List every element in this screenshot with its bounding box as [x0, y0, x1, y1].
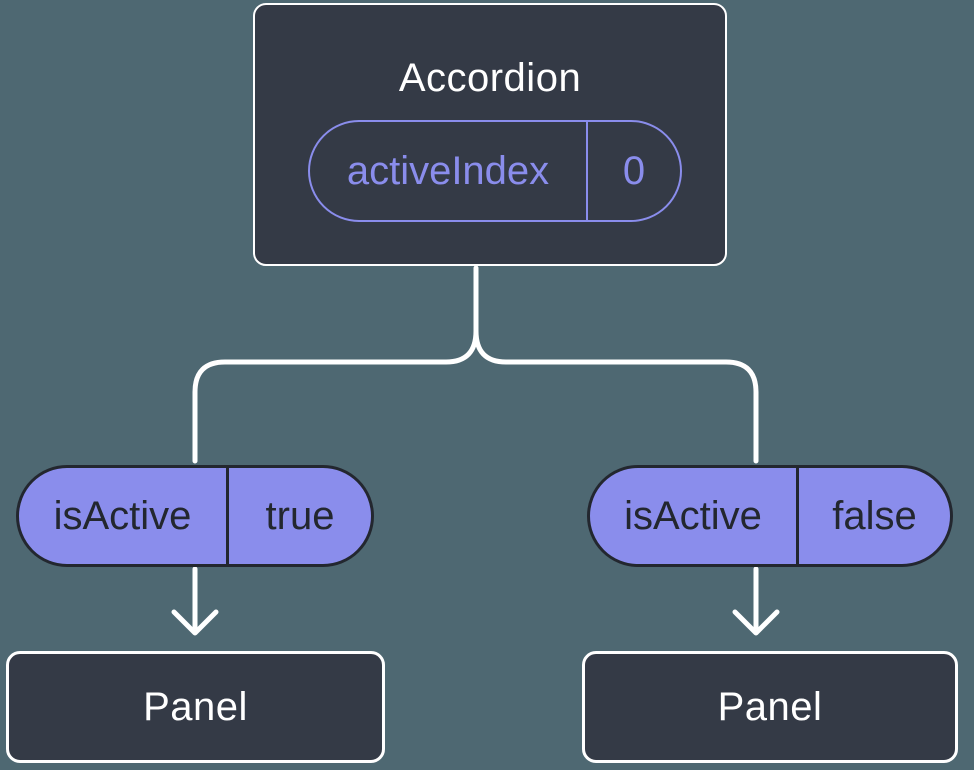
connector-branch-left	[192, 328, 479, 464]
prop-value-label: false	[796, 468, 950, 564]
panel-title: Panel	[717, 684, 823, 729]
is-active-pill-right: isActive false	[587, 465, 953, 567]
panel-node-right: Panel	[582, 651, 958, 763]
prop-name-label: isActive	[53, 493, 192, 538]
prop-name-label: isActive	[624, 493, 762, 538]
connector-branch-right	[473, 328, 759, 464]
accordion-title: Accordion	[398, 56, 582, 100]
state-value-label: 0	[586, 122, 680, 220]
accordion-node: Accordion activeIndex 0	[253, 3, 727, 266]
state-name-label: activeIndex	[346, 148, 550, 193]
arrow-head-left-icon	[171, 609, 219, 636]
arrow-head-right-icon	[732, 609, 780, 636]
prop-value-label: true	[226, 468, 371, 564]
active-index-state-pill: activeIndex 0	[308, 120, 682, 222]
panel-title: Panel	[143, 684, 248, 729]
is-active-pill-left: isActive true	[16, 465, 374, 567]
panel-node-left: Panel	[6, 651, 385, 763]
